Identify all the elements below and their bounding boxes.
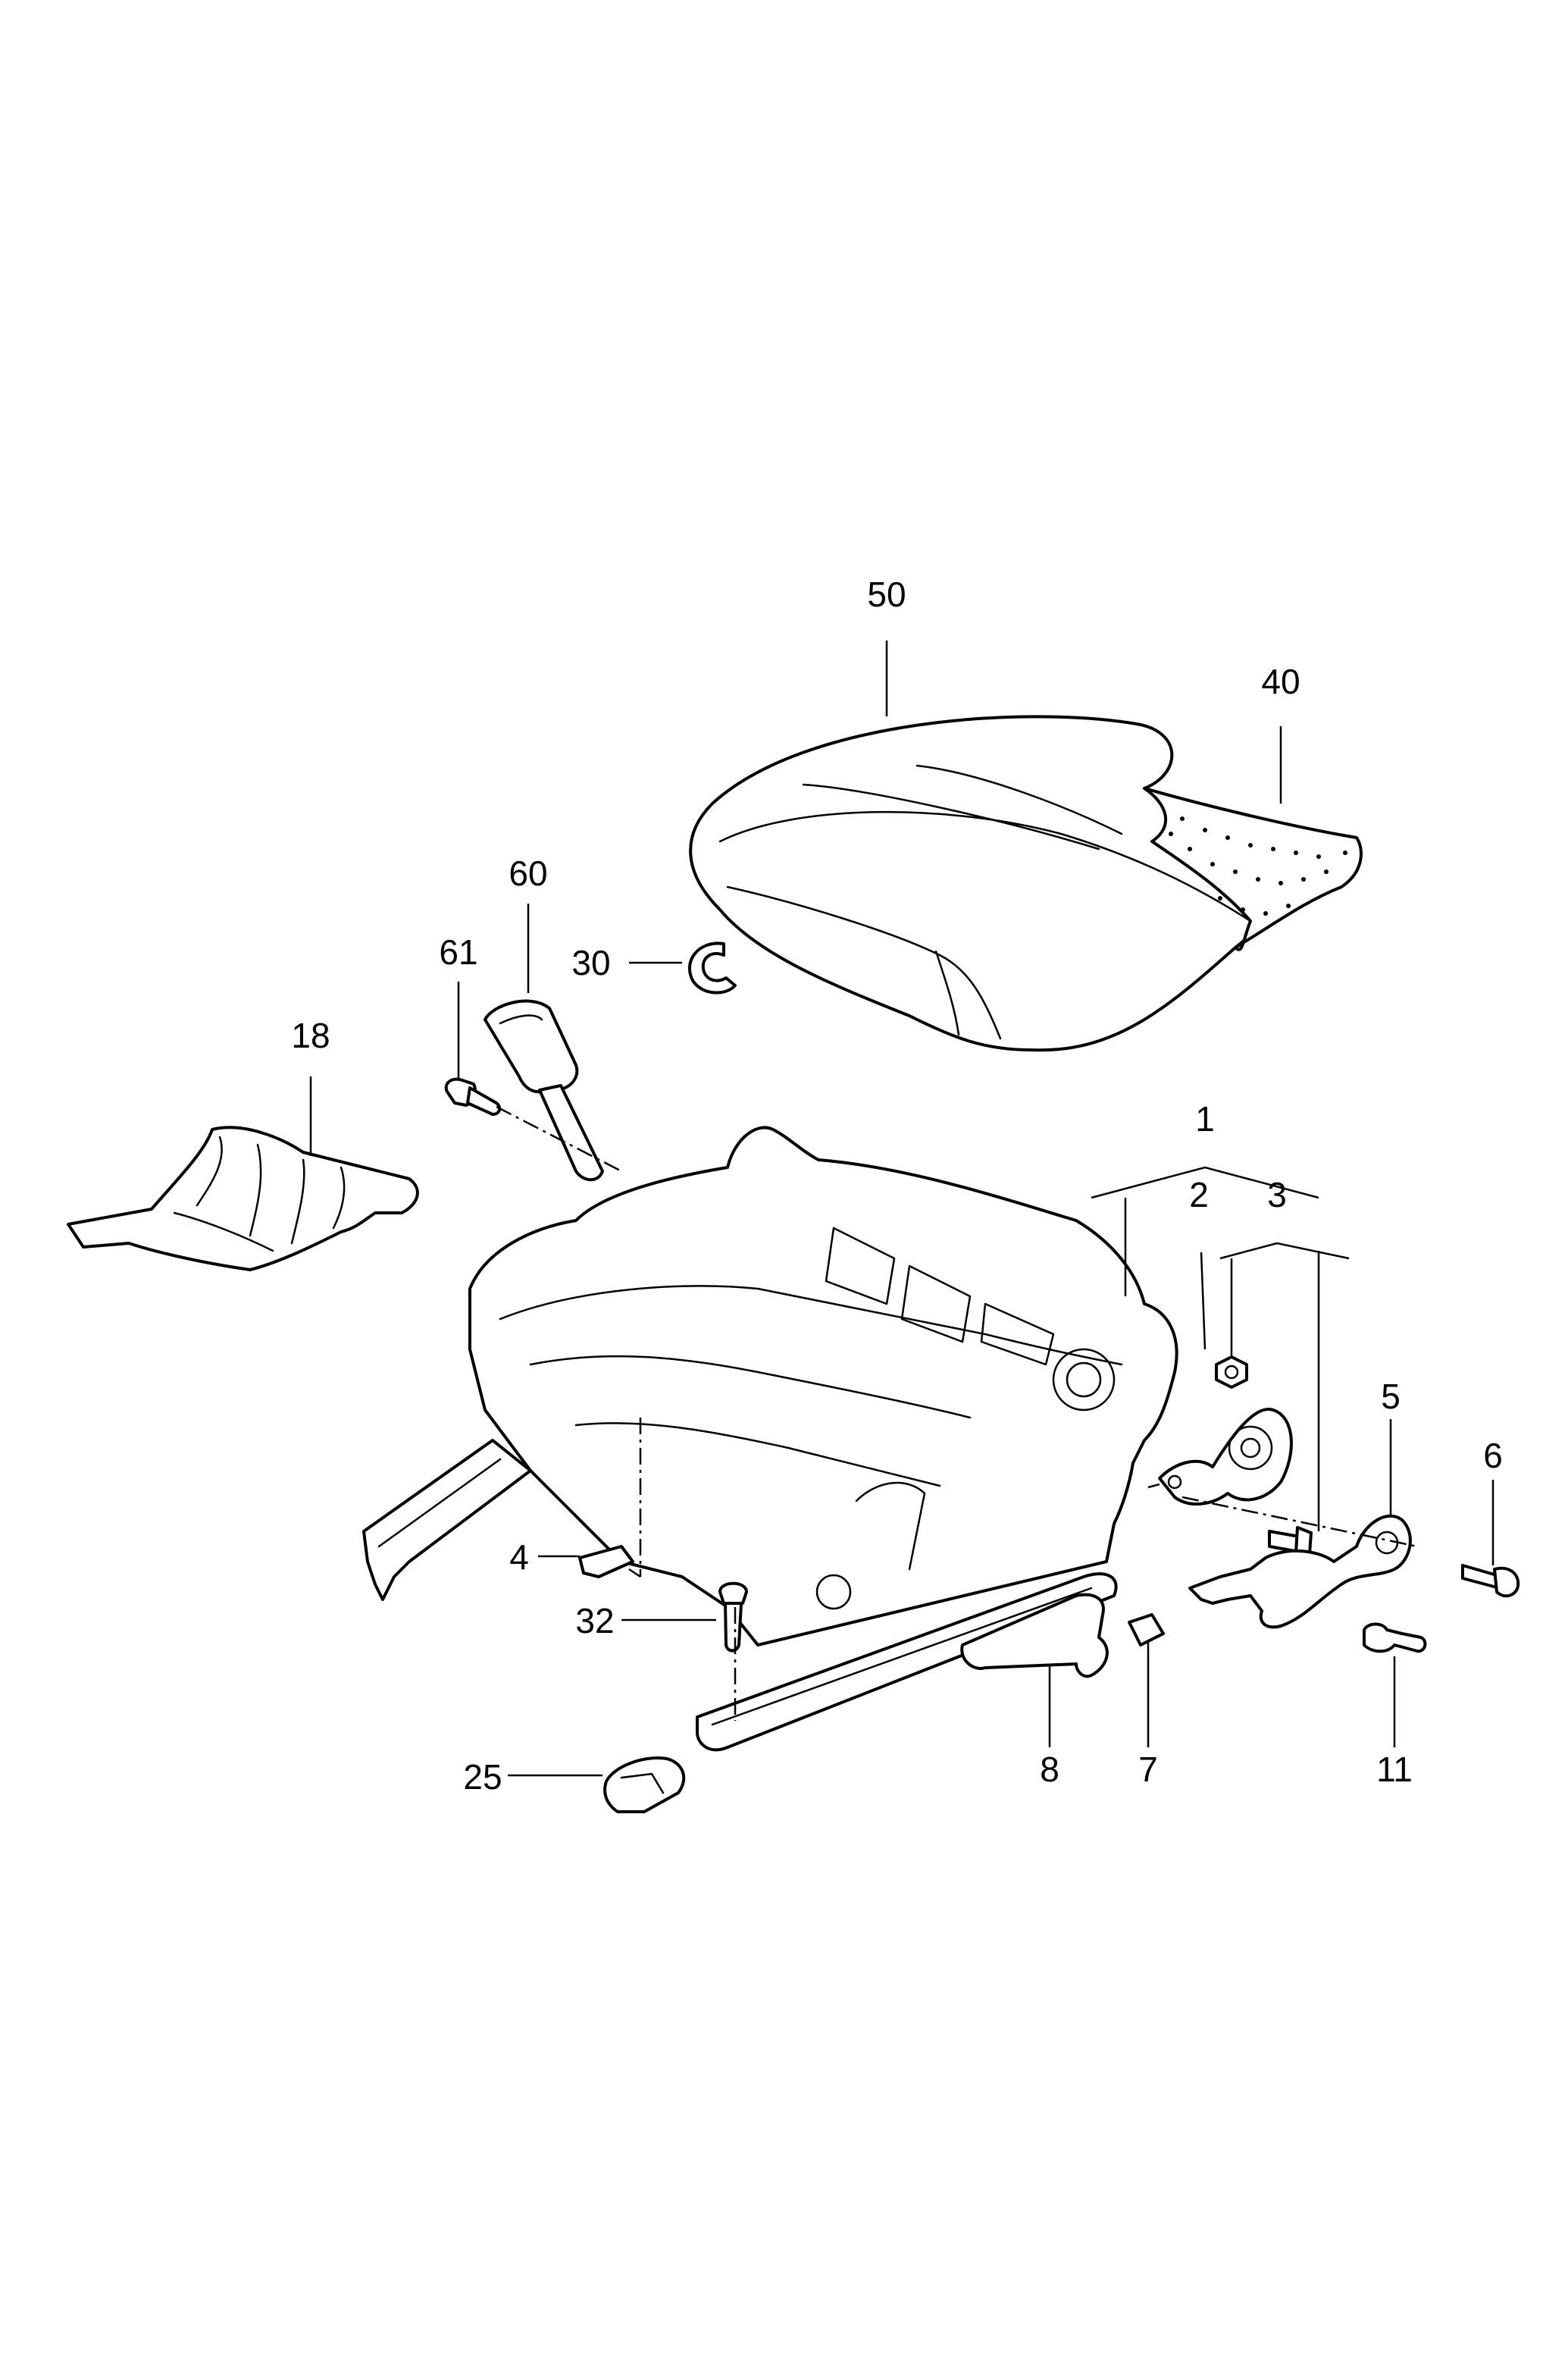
callout-4: 4 — [509, 1537, 529, 1577]
belt-buckle-part-60[interactable] — [484, 999, 604, 1182]
callout-6: 6 — [1483, 1436, 1503, 1475]
alignment-lines — [496, 1105, 1418, 1721]
pad-part-4[interactable] — [578, 1545, 634, 1578]
callout-32: 32 — [575, 1601, 614, 1640]
leader-lines — [309, 641, 1494, 1777]
seat-cushion-foam-part-40[interactable] — [1143, 787, 1363, 951]
clip-part-25[interactable] — [603, 1756, 686, 1813]
bolt-part-6[interactable] — [1461, 1564, 1520, 1598]
callout-50: 50 — [867, 575, 906, 614]
bolt-part-61[interactable] — [444, 1077, 502, 1116]
callout-5: 5 — [1381, 1377, 1401, 1416]
callout-18: 18 — [291, 1016, 330, 1055]
clip-part-30[interactable] — [688, 942, 737, 995]
callout-1: 1 — [1195, 1099, 1215, 1139]
foam-texture — [1169, 816, 1347, 916]
callout-2: 2 — [1189, 1175, 1209, 1214]
callout-8: 8 — [1040, 1750, 1059, 1789]
callout-11: 11 — [1376, 1750, 1413, 1789]
callout-61: 61 — [439, 932, 477, 972]
callout-60: 60 — [509, 854, 547, 893]
screw-part-32[interactable] — [718, 1581, 748, 1653]
callout-40: 40 — [1261, 662, 1300, 701]
cap-part-7[interactable] — [1128, 1613, 1165, 1647]
motor-part-2[interactable] — [1158, 1408, 1293, 1506]
callout-labels: 50 40 60 61 30 18 1 2 3 5 6 4 32 25 8 7 … — [291, 575, 1502, 1797]
seat-frame-part-1[interactable] — [362, 1126, 1178, 1752]
callout-7: 7 — [1138, 1750, 1158, 1789]
pad-part-18[interactable] — [67, 1126, 419, 1271]
callout-3: 3 — [1267, 1175, 1287, 1214]
nut-part-3[interactable] — [1215, 1355, 1248, 1389]
bolt-part-11[interactable] — [1363, 1622, 1427, 1653]
trim-cover-part-8[interactable] — [960, 1593, 1109, 1678]
callout-30: 30 — [571, 943, 610, 982]
callout-25: 25 — [463, 1757, 502, 1797]
